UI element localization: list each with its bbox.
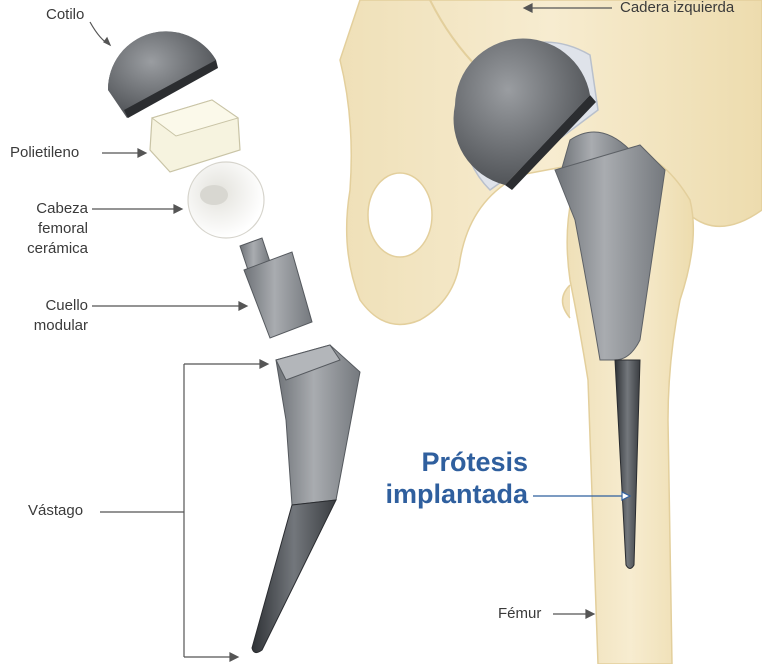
cabeza-femoral-component: [188, 162, 264, 238]
cuello-modular-component: [240, 238, 312, 338]
label-protesis-line1: Prótesis: [380, 447, 528, 478]
label-cuello-line1: Cuello: [10, 296, 88, 316]
label-cotilo: Cotilo: [46, 5, 84, 25]
label-vastago: Vástago: [28, 501, 83, 521]
label-cadera-izquierda: Cadera izquierda: [620, 0, 734, 18]
label-cabeza-line3: cerámica: [10, 239, 88, 259]
label-polietileno: Polietileno: [10, 143, 79, 163]
label-protesis-line2: implantada: [380, 479, 528, 510]
polietileno-component: [150, 100, 240, 172]
label-femur: Fémur: [498, 604, 541, 624]
label-cabeza-line1: Cabeza: [10, 199, 88, 219]
vastago-component: [252, 345, 360, 653]
label-cuello-line2: modular: [10, 316, 88, 336]
label-cabeza-line2: femoral: [10, 219, 88, 239]
